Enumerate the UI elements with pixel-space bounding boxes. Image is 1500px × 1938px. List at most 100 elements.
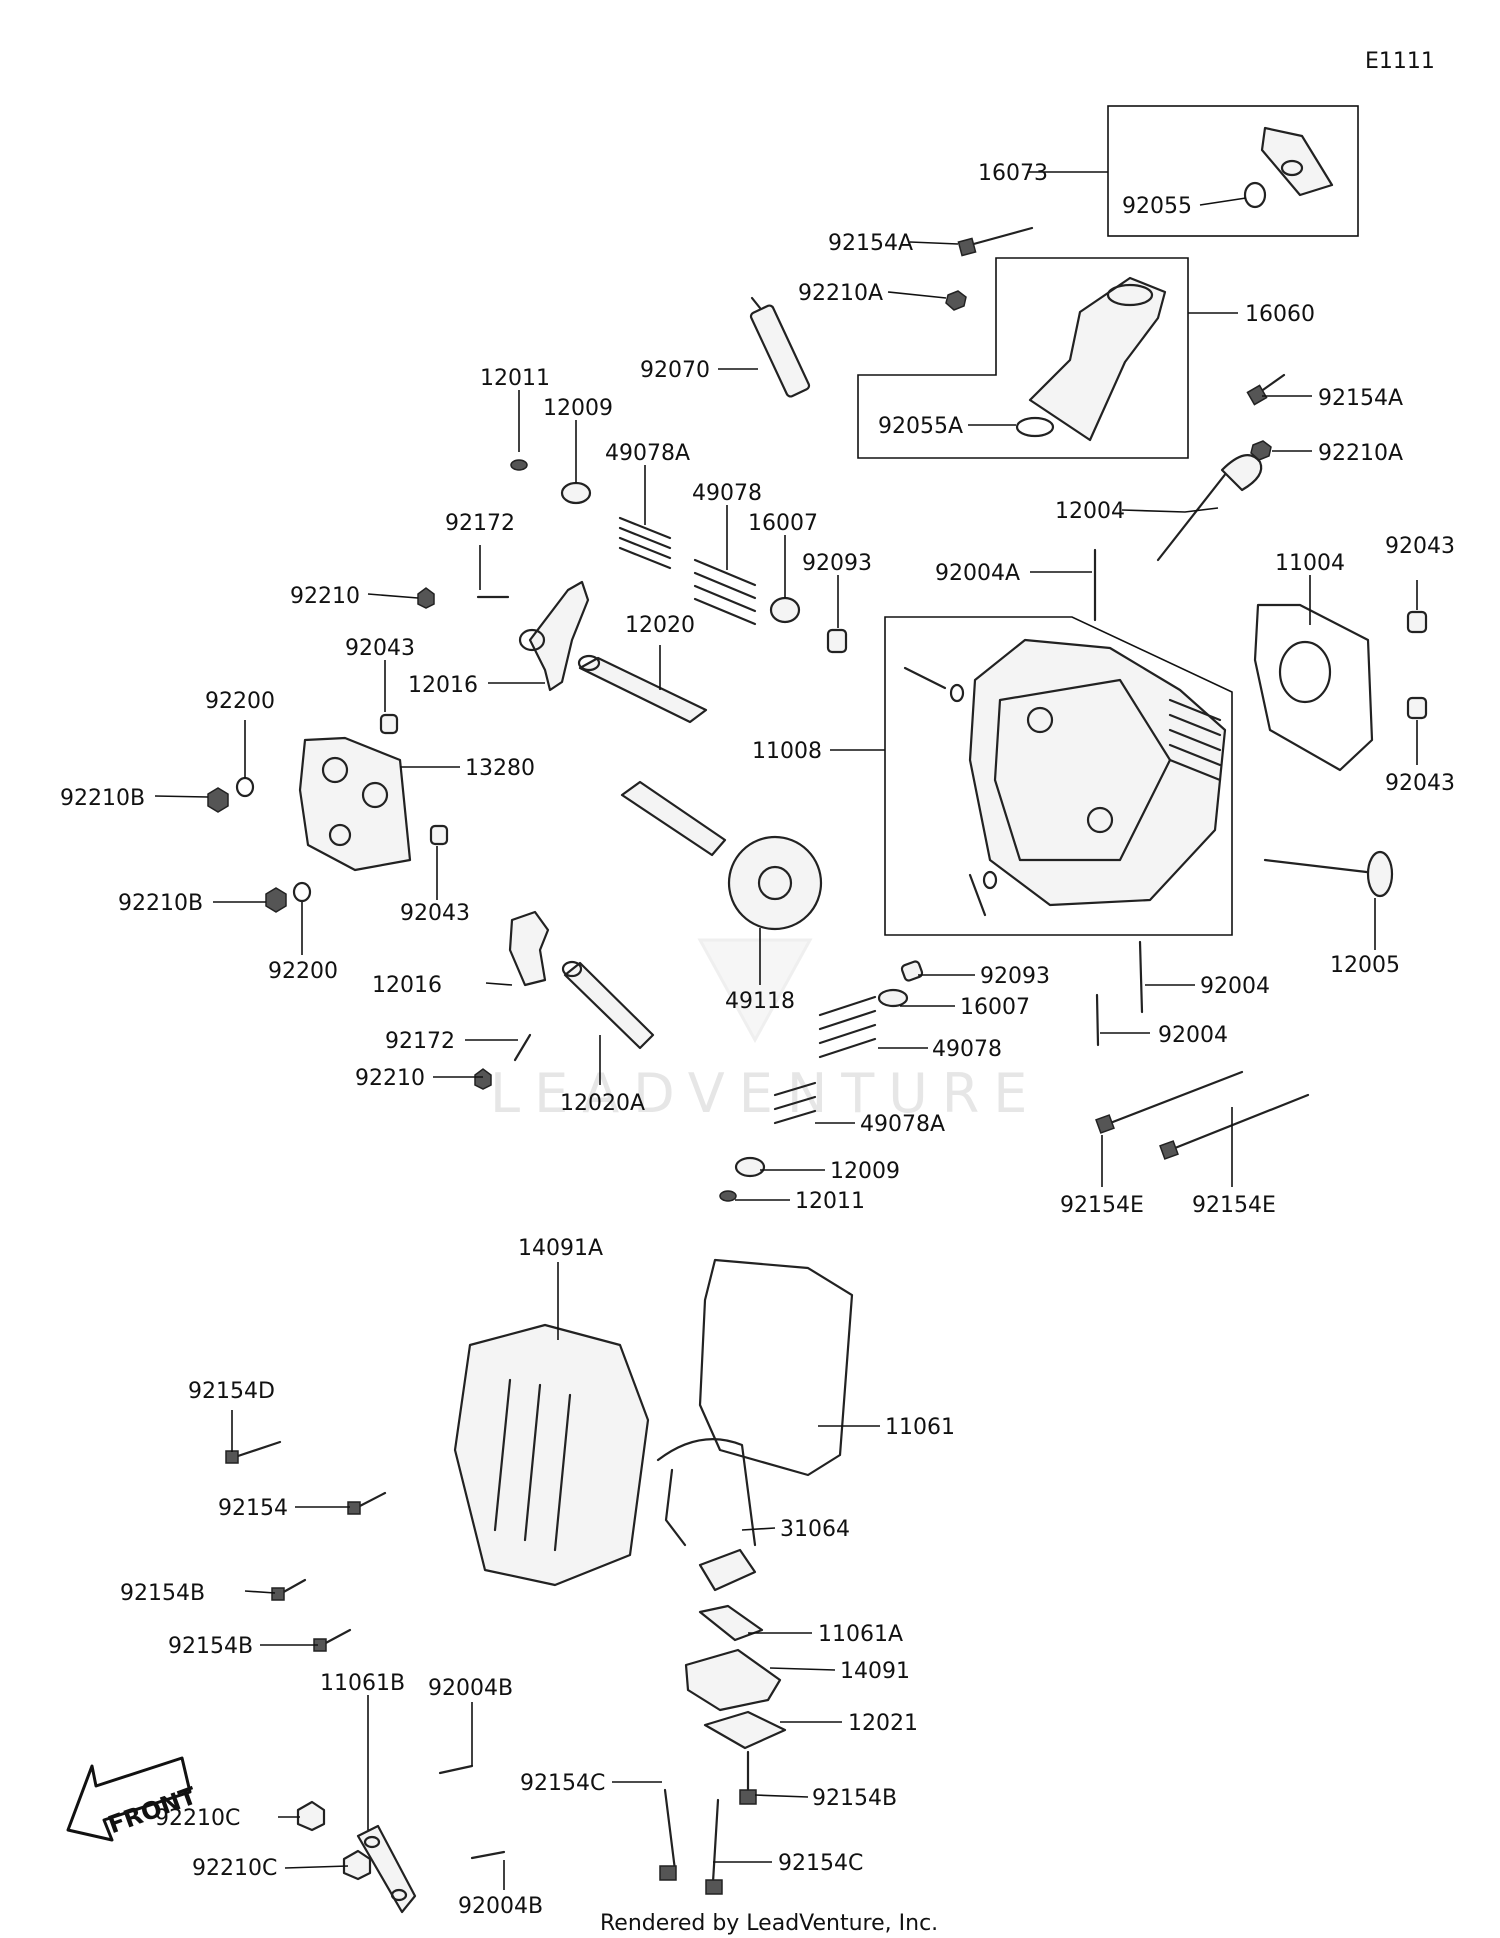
part-14091A-head-cover — [453, 1323, 650, 1587]
label-12011-1: 12011 — [480, 366, 550, 391]
part-12011-keeper-2 — [719, 1190, 737, 1202]
label-49078A-1: 49078A — [605, 441, 690, 466]
part-12020A-shaft — [561, 960, 655, 1050]
part-49078A-spring-2 — [773, 1081, 817, 1125]
part-92154E-bolt-2 — [1159, 1093, 1310, 1160]
label-12016-1: 12016 — [408, 673, 478, 698]
label-92070: 92070 — [640, 358, 710, 383]
part-12020-shaft — [577, 654, 708, 724]
part-valve-guide-upper — [903, 666, 965, 703]
part-49078-spring-1 — [693, 558, 757, 626]
label-16007-1: 16007 — [748, 511, 818, 536]
label-92210B-1: 92210B — [60, 786, 145, 811]
part-92210-nut-2 — [474, 1068, 492, 1090]
label-92004-2: 92004 — [1158, 1023, 1228, 1048]
watermark-logo — [697, 938, 813, 1044]
part-92055A-oring — [1015, 416, 1055, 438]
label-11061B: 11061B — [320, 1671, 405, 1696]
part-92210A-nut-1 — [945, 290, 967, 311]
label-92154C-2: 92154C — [778, 1851, 863, 1876]
label-92004B-1: 92004B — [428, 1676, 513, 1701]
label-16073: 16073 — [978, 161, 1048, 186]
part-92210B-nut-2 — [265, 887, 287, 913]
footer-credit: Rendered by LeadVenture, Inc. — [600, 1911, 938, 1936]
part-12011-keeper-1 — [510, 459, 528, 471]
label-16060: 16060 — [1245, 302, 1315, 327]
label-92210C-1: 92210C — [155, 1806, 240, 1831]
part-92154C-bolt-2 — [705, 1798, 723, 1895]
label-92154D: 92154D — [188, 1379, 275, 1404]
label-92043-4: 92043 — [400, 901, 470, 926]
part-11061A-gasket — [698, 1604, 764, 1642]
part-92172-screw-2 — [513, 1033, 532, 1062]
label-92200-2: 92200 — [268, 959, 338, 984]
part-12021-reed-plate — [703, 1710, 787, 1750]
part-49078-spring-2 — [818, 995, 877, 1059]
diagram-code: E1111 — [1365, 49, 1435, 74]
label-49118: 49118 — [725, 989, 795, 1014]
part-92154B-bolt-2 — [313, 1628, 352, 1652]
part-13280-camshaft-holder — [298, 736, 412, 872]
label-92154A-1: 92154A — [828, 231, 913, 256]
part-92154B-bolt-3 — [739, 1750, 757, 1805]
part-92200-washer-1 — [235, 776, 255, 798]
label-14091: 14091 — [840, 1659, 910, 1684]
label-92154B-2: 92154B — [168, 1634, 253, 1659]
label-13280: 13280 — [465, 756, 535, 781]
part-92154A-bolt-1 — [957, 226, 1034, 257]
label-92043-1: 92043 — [1385, 534, 1455, 559]
label-49078A-2: 49078A — [860, 1112, 945, 1137]
part-92210B-nut-1 — [207, 787, 229, 813]
label-92004-1: 92004 — [1200, 974, 1270, 999]
label-12020: 12020 — [625, 613, 695, 638]
part-92154B-bolt-1 — [271, 1578, 307, 1601]
part-12005-valve — [1263, 850, 1394, 898]
label-92210A-2: 92210A — [1318, 441, 1403, 466]
label-92004B-2: 92004B — [458, 1894, 543, 1919]
group-box-16060 — [857, 257, 1189, 459]
label-31064: 31064 — [780, 1517, 850, 1542]
part-92043-dowel-3 — [379, 713, 399, 735]
label-92210A-1: 92210A — [798, 281, 883, 306]
label-92093-2: 92093 — [980, 964, 1050, 989]
part-14091-cover — [684, 1648, 782, 1712]
label-11008: 11008 — [752, 739, 822, 764]
label-49078-1: 49078 — [692, 481, 762, 506]
label-12021: 12021 — [848, 1711, 918, 1736]
part-11008-cylinder-head — [968, 638, 1227, 907]
part-16073-plate — [1260, 126, 1334, 197]
part-12016-rocker-1 — [518, 580, 590, 692]
part-92004B-stud-1 — [438, 1764, 474, 1775]
label-11004: 11004 — [1275, 551, 1345, 576]
label-92154E-1: 92154E — [1060, 1193, 1144, 1218]
label-92154B-1: 92154B — [120, 1581, 205, 1606]
label-92210C-2: 92210C — [192, 1856, 277, 1881]
label-12005: 12005 — [1330, 953, 1400, 978]
part-49118-camshaft — [620, 780, 823, 931]
label-92210B-2: 92210B — [118, 891, 203, 916]
part-92004B-stud-2 — [470, 1850, 506, 1860]
label-92172-1: 92172 — [445, 511, 515, 536]
part-92154E-bolt-1 — [1095, 1070, 1244, 1134]
part-92154D-bolt — [225, 1440, 282, 1464]
part-16060-intake-pipe — [1028, 276, 1167, 442]
part-92210-nut-1 — [417, 587, 435, 609]
group-box-16073 — [1107, 105, 1359, 237]
label-92154A-2: 92154A — [1318, 386, 1403, 411]
label-92043-3: 92043 — [1385, 771, 1455, 796]
label-92055A: 92055A — [878, 414, 963, 439]
part-92093-guide-2 — [900, 960, 924, 982]
part-92043-dowel-4 — [429, 824, 449, 846]
part-92004-stud-1 — [1138, 940, 1144, 1014]
label-12020A: 12020A — [560, 1091, 645, 1116]
part-92154-bolt — [347, 1491, 387, 1515]
part-92004-stud-2 — [1095, 993, 1100, 1047]
label-12009-1: 12009 — [543, 396, 613, 421]
label-11061A: 11061A — [818, 1622, 903, 1647]
part-92043-dowel-2 — [1406, 696, 1428, 720]
label-11061: 11061 — [885, 1415, 955, 1440]
part-12009-retainer-2 — [734, 1156, 766, 1178]
label-92210-2: 92210 — [355, 1066, 425, 1091]
part-92043-dowel-1 — [1406, 610, 1428, 634]
